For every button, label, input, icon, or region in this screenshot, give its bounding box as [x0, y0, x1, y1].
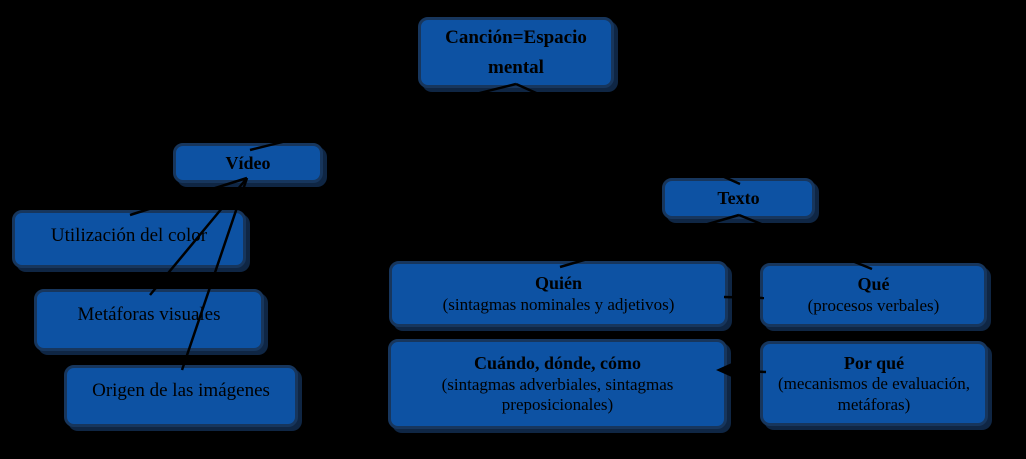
- node-subtitle: (sintagmas nominales y adjetivos): [442, 294, 675, 314]
- node-title: Canción=Espacio mental: [445, 27, 587, 78]
- node-por-que: Por qué (mecanismos de evaluación, metáf…: [760, 341, 988, 426]
- node-title: Origen de las imágenes: [92, 380, 270, 401]
- node-title: Cuándo, dónde, cómo: [473, 353, 642, 374]
- connector-root-video: [249, 82, 517, 152]
- node-metaforas-visuales: Metáforas visuales: [34, 289, 264, 351]
- connector-quien-que: [723, 295, 765, 300]
- connector-texto-quien: [559, 213, 740, 269]
- node-title: Qué: [857, 274, 890, 295]
- node-origen-de-las-imagenes: Origen de las imágenes: [64, 365, 298, 427]
- node-cancion-espacio-mental: Canción=Espacio mental: [418, 17, 614, 88]
- node-texto: Texto: [662, 178, 815, 219]
- node-title: Vídeo: [225, 152, 271, 173]
- node-subtitle: (sintagmas adverbiales, sintagmas prepos…: [441, 374, 674, 415]
- node-quien: Quién (sintagmas nominales y adjetivos): [389, 261, 728, 327]
- node-title: Metáforas visuales: [77, 304, 221, 325]
- connector-texto-que: [738, 213, 873, 271]
- node-video: Vídeo: [173, 143, 323, 183]
- node-utilizacion-del-color: Utilización del color: [12, 210, 246, 268]
- node-title: Quién: [534, 273, 582, 294]
- node-cuando-donde-como: Cuándo, dónde, cómo (sintagmas adverbial…: [388, 339, 727, 429]
- node-title: Texto: [717, 188, 760, 209]
- node-title: Utilización del color: [50, 225, 208, 246]
- node-subtitle: (mecanismos de evaluación, metáforas): [777, 374, 971, 414]
- node-title: Por qué: [843, 352, 905, 373]
- node-que: Qué (procesos verbales): [760, 263, 987, 327]
- node-subtitle: (procesos verbales): [807, 295, 940, 315]
- connector-root-texto: [515, 82, 741, 186]
